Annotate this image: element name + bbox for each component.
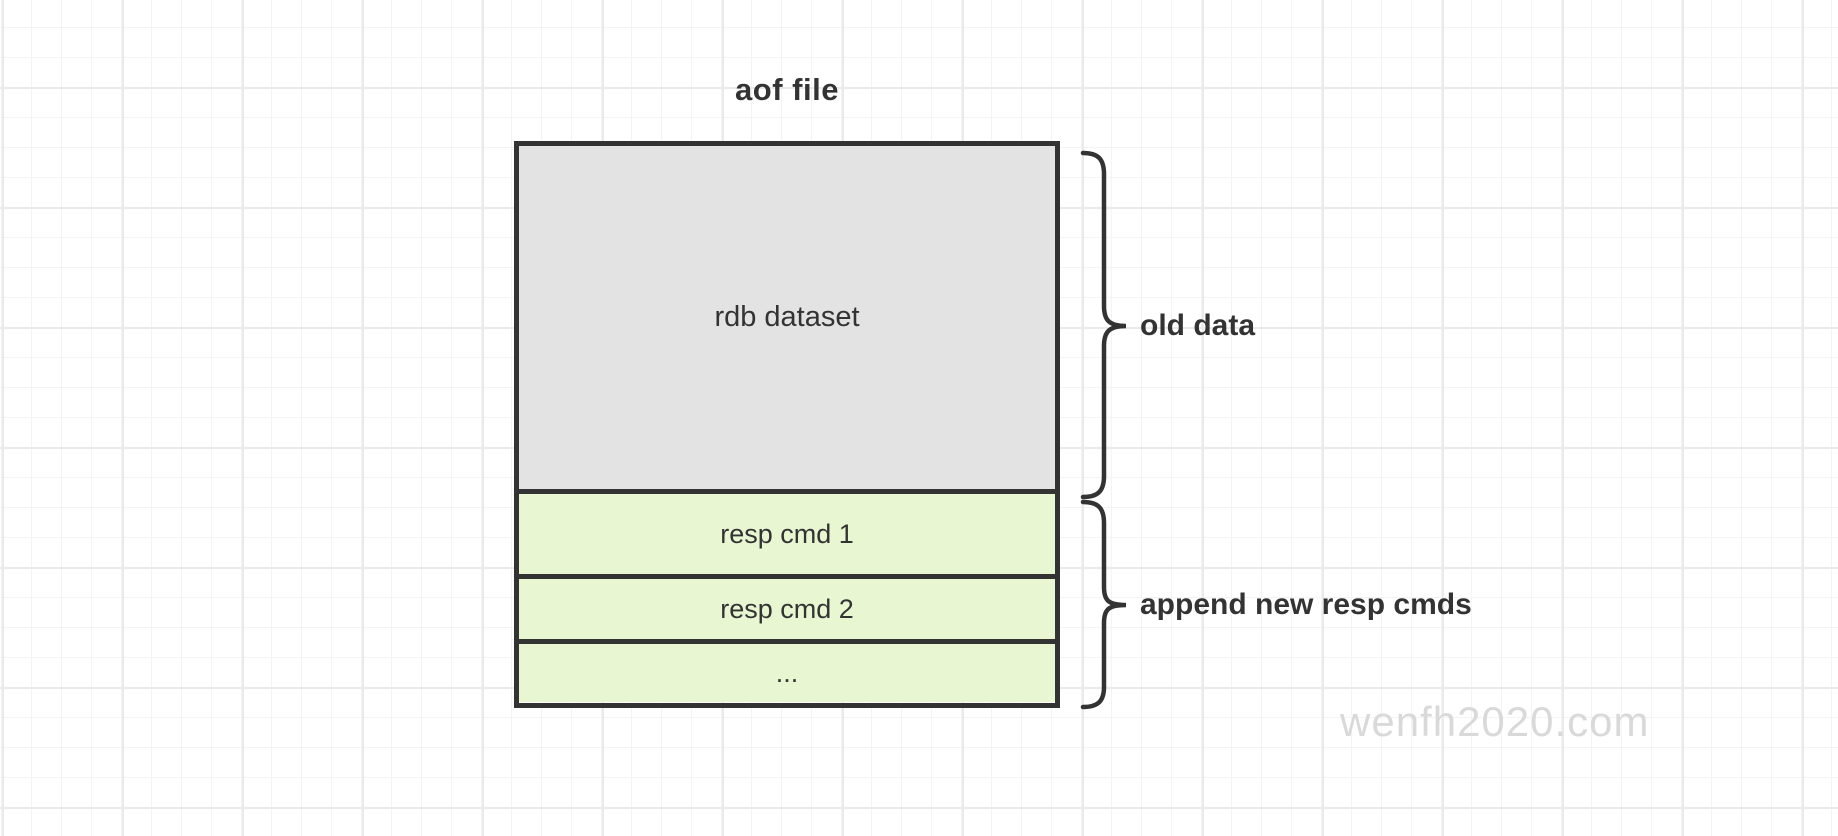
braces-graphic	[1080, 150, 1127, 710]
resp-cmd-1-section: resp cmd 1	[519, 489, 1055, 574]
more-cmds-label: ...	[775, 657, 799, 688]
append-cmds-brace	[1080, 499, 1127, 710]
append-new-resp-cmds-label: append new resp cmds	[1140, 588, 1472, 621]
rdb-dataset-section: rdb dataset	[519, 146, 1055, 489]
rdb-dataset-label: rdb dataset	[714, 301, 860, 333]
diagram-title: aof file	[735, 72, 839, 107]
watermark: wenfh2020.com	[1340, 698, 1650, 745]
more-cmds-section: ...	[519, 639, 1055, 702]
old-data-label: old data	[1140, 309, 1256, 342]
resp-cmd-2-section: resp cmd 2	[519, 574, 1055, 639]
aof-file-box: rdb dataset resp cmd 1 resp cmd 2 ...	[514, 141, 1060, 708]
resp-cmd-1-label: resp cmd 1	[720, 518, 854, 549]
old-data-brace	[1080, 150, 1127, 500]
resp-cmd-2-label: resp cmd 2	[720, 593, 854, 624]
